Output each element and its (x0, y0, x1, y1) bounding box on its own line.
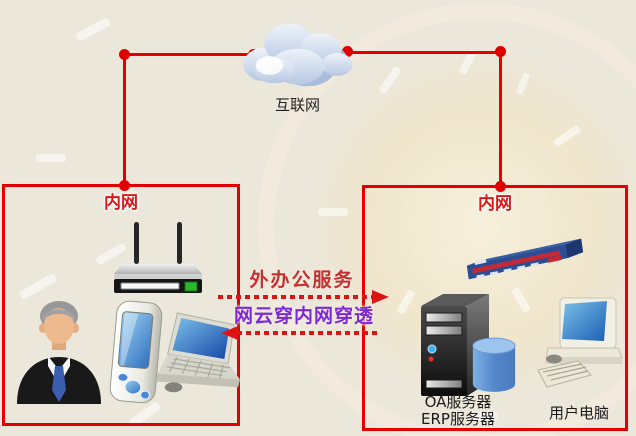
businessman-icon (17, 301, 101, 404)
right-intranet-label: 内网 (478, 194, 512, 214)
wireless-router-icon (114, 222, 202, 293)
watermark-tick (36, 154, 66, 162)
user-pc-label: 用户电脑 (548, 404, 609, 422)
link-node-dot (495, 46, 506, 57)
link-node-dot (119, 180, 130, 191)
database-icon (472, 337, 516, 392)
pda-phone-icon (109, 300, 163, 404)
link-node-dot (342, 46, 353, 57)
watermark-tick (74, 17, 112, 42)
outbound-flow-label: 外办公服务 (249, 269, 355, 291)
return-flow-dotted-line (237, 331, 380, 335)
link-line-right-horizontal (347, 51, 501, 54)
server-label-line1: OA服务器 (424, 393, 492, 411)
laptop-icon (155, 312, 240, 393)
internet-cloud-icon (243, 23, 353, 87)
link-line-right-vertical (499, 51, 502, 187)
server-label: OA服务器 ERP服务器 (398, 394, 518, 428)
watermark-tick (318, 208, 348, 216)
left-intranet-label: 内网 (104, 193, 138, 213)
return-flow-label: 网云穿内网穿透 (233, 305, 374, 327)
link-node-dot (119, 49, 130, 60)
return-flow-arrowhead (221, 326, 238, 340)
link-line-left-horizontal (124, 53, 255, 56)
internet-label: 互联网 (274, 96, 320, 114)
desktop-pc-icon (538, 297, 623, 388)
server-label-line2: ERP服务器 (421, 410, 495, 428)
link-line-left-vertical (123, 53, 126, 186)
outbound-flow-arrowhead (372, 290, 389, 304)
firewall-appliance-icon (466, 238, 584, 280)
outbound-flow-dotted-line (218, 295, 374, 299)
watermark-tick (470, 412, 498, 420)
link-node-dot (495, 181, 506, 192)
